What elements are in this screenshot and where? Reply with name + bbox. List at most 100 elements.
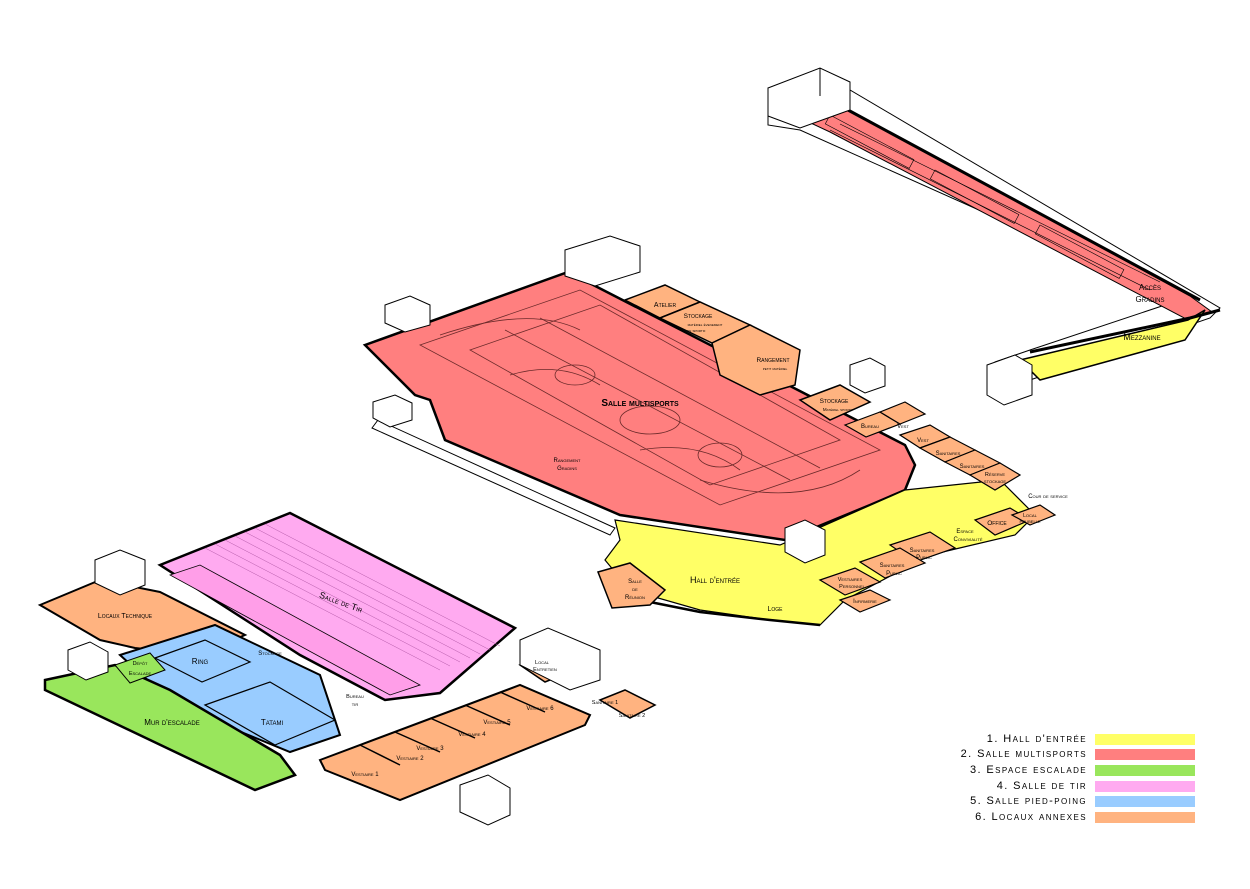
stockage2-label: Stockage	[820, 398, 849, 405]
rangement-gradins-label-2: Gradins	[557, 466, 577, 472]
vestiaire5-label: Vestiaire 5	[483, 720, 511, 726]
gradins-block	[1034, 224, 1125, 279]
office-label: Office	[987, 520, 1007, 527]
salle-multisports-label: Salle multisports	[601, 398, 679, 409]
gradins-block	[824, 114, 915, 169]
stair-tower-left-2	[372, 394, 413, 428]
stockage2-sub-label: Matériel sportif	[823, 407, 853, 412]
legend-swatch	[1095, 811, 1195, 823]
stair-tower-lower-bottom	[459, 774, 511, 826]
atelier-label: Atelier	[654, 302, 677, 309]
cour-service-label: Cour de service	[1028, 494, 1068, 500]
vestiaire1-label: Vestiaire 1	[351, 772, 379, 778]
depot-escalade-label-2: Escalade	[129, 671, 152, 677]
gradins-line	[839, 123, 1161, 283]
sanitaires-public-label-2: Sanitaires	[880, 563, 905, 569]
main-level: Salle multisports Atelier Stockage matér…	[362, 235, 1068, 627]
stair-tower-lower-left	[94, 549, 146, 596]
legend-label: 4. Salle de tir	[996, 780, 1087, 792]
hall-front-wall	[639, 598, 821, 627]
vest-label-2: Vest	[917, 438, 929, 444]
bureau-tir-label-2: tir	[352, 702, 359, 708]
court-markings	[419, 289, 881, 506]
vestiaire3-label: Vestiaire 3	[416, 746, 444, 752]
legend-swatch	[1095, 733, 1195, 745]
sanitaires-label-1: Sanitaires	[936, 451, 961, 457]
vest-room-1	[878, 401, 927, 425]
shooting-lanes	[204, 523, 501, 671]
depot-escalade-label: Dépôt	[133, 661, 148, 667]
legend-swatch	[1095, 748, 1195, 760]
stair-tower-lower-mid	[67, 641, 109, 681]
stair-tower-lower-right	[519, 627, 601, 691]
legend-label: 6. Locaux annexes	[975, 811, 1087, 823]
stair-tower-left	[384, 295, 431, 333]
mezzanine-thick-wall	[1029, 308, 1221, 354]
main-slab	[371, 419, 616, 536]
sanitaires-public-label-1b: Public	[916, 555, 932, 561]
espace-convivialite-label-2: Convivialité	[953, 537, 982, 543]
legend-label: 2. Salle multisports	[960, 748, 1087, 760]
locaux-technique-label: Locaux Technique	[98, 613, 153, 620]
salle-reunion-label: Salle	[628, 579, 642, 585]
vestiaires-zone	[318, 683, 592, 802]
tir-bench	[169, 564, 421, 696]
legend-label: 1. Hall d'entrée	[986, 733, 1087, 745]
gradins-line	[829, 129, 1151, 291]
local-poubelle-label-2: poubelle	[1019, 519, 1040, 525]
vestiaire6-label: Vestiaire 6	[526, 706, 554, 712]
mur-escalade-label: Mur d'escalade	[144, 718, 199, 727]
tatami-label: Tatami	[261, 718, 284, 727]
legend-item-tir: 4. Salle de tir	[927, 780, 1195, 792]
hall-entree-label: Hall d'entrée	[690, 575, 740, 585]
local-entretien-label: Local	[535, 660, 550, 666]
depot-escalade-room	[114, 652, 166, 684]
acces-gradins-label-2: Gradins	[1136, 295, 1165, 304]
ring-area	[153, 639, 252, 683]
reserve-label: Réserve	[985, 472, 1005, 478]
ring-label: Ring	[192, 657, 209, 666]
rangement-gradins-label: Rangement	[553, 458, 581, 464]
reserve-room	[968, 462, 1022, 491]
vestiaire4-label: Vestiaire 4	[458, 732, 486, 738]
legend-item-escalade: 3. Espace escalade	[927, 764, 1195, 776]
sanitaires-label-2: Sanitaires	[960, 464, 985, 470]
bureau-label: Bureau	[861, 424, 879, 430]
lower-level: Salle de Tir Locaux Technique Ring Stock…	[37, 511, 657, 826]
gradins-block	[929, 169, 1020, 224]
legend-item-pied-poing: 5. Salle pied-poing	[927, 795, 1195, 807]
local-poubelle-label: Local	[1023, 513, 1037, 519]
espace-convivialite-label: Espace	[956, 529, 974, 535]
stockage3-label: Stockage	[258, 651, 282, 657]
mezzanine-zone	[1018, 309, 1206, 381]
sanitaire2-label: Sanitaire 2	[619, 713, 645, 719]
bureau-tir-label: Bureau	[346, 694, 364, 700]
sanitaire1-label: Sanitaire 1	[592, 700, 618, 706]
stair-tower-main	[564, 235, 641, 287]
local-poubelle-room	[1010, 504, 1057, 526]
local-entretien-label-2: Entretien	[533, 667, 557, 673]
vestiaire2-label: Vestiaire 2	[396, 756, 424, 762]
mezzanine-level: Accès Gradins Mezzanine	[767, 67, 1221, 406]
rangement-label: Rangement	[756, 357, 789, 364]
central-pillar	[784, 519, 826, 564]
vest-label-1: Vest	[897, 424, 909, 430]
vestiaires-personnel	[818, 567, 882, 596]
stockage2-room	[798, 384, 872, 421]
legend-swatch	[1095, 764, 1195, 776]
legend-swatch	[1095, 780, 1195, 792]
reserve-sub-label: stockage	[984, 479, 1006, 485]
salle-reunion-room	[597, 562, 667, 609]
tatami-area	[203, 681, 337, 746]
legend-label: 3. Espace escalade	[969, 764, 1087, 776]
sanitaires-annex	[598, 689, 657, 719]
legend-item-annexes: 6. Locaux annexes	[927, 811, 1195, 823]
salle-tir-zone	[157, 511, 518, 702]
rangement-room	[711, 324, 801, 396]
stockage-sub-label-2: non sportif	[685, 328, 706, 333]
rangement-sub-label: petit matériel	[763, 366, 788, 371]
infirmerie-room	[838, 589, 892, 613]
salle-reunion-label-3: Réunion	[625, 595, 645, 601]
legend-label: 5. Salle pied-poing	[970, 795, 1087, 807]
